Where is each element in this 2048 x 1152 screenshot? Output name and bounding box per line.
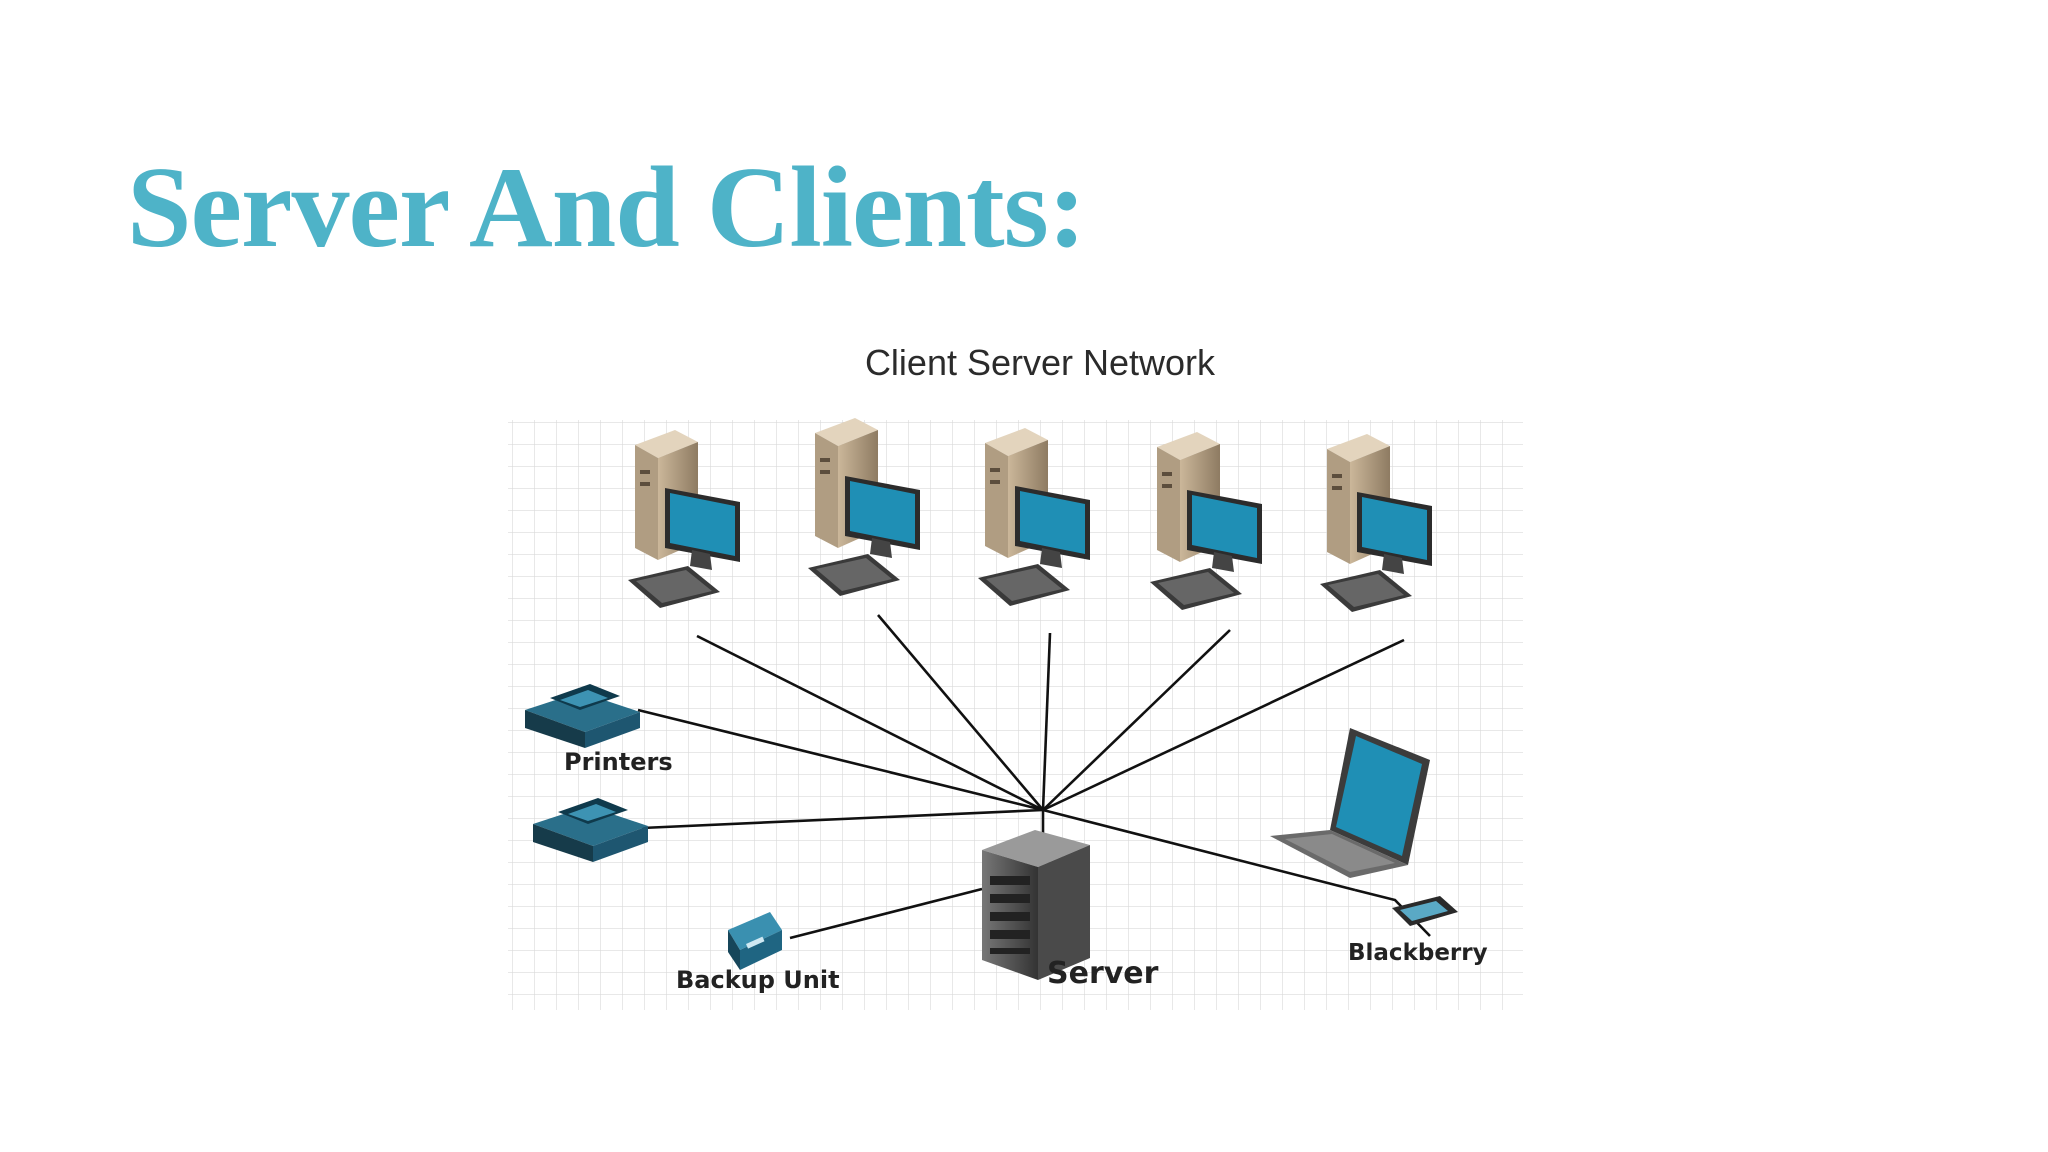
slide-title: Server And Clients:	[127, 144, 1086, 272]
link-workstation-5	[1042, 638, 1405, 812]
diagram-title: Client Server Network	[864, 342, 1216, 383]
link-printer-2	[641, 808, 1044, 830]
network-diagram: Printers Backup Unit Server Blackberry C…	[490, 290, 1550, 1030]
link-backup-unit	[789, 887, 983, 940]
laptop-icon	[1270, 728, 1430, 878]
link-workstation-2	[877, 614, 1044, 811]
backup-drive-icon	[728, 912, 782, 970]
link-laptop	[1042, 808, 1356, 892]
link-workstation-3	[1041, 632, 1052, 811]
smartphone-icon	[1392, 896, 1458, 926]
link-workstation-1	[696, 634, 1044, 812]
link-printer-1	[637, 708, 1044, 812]
server-label: Server	[1047, 956, 1159, 991]
printers-label: Printers	[564, 748, 673, 776]
link-workstation-4	[1042, 629, 1231, 811]
server-tower-icon	[982, 830, 1090, 980]
link-blackberry	[1354, 888, 1431, 937]
backup-unit-label: Backup Unit	[676, 966, 840, 994]
diagram-canvas: Printers Backup Unit Server Blackberry	[508, 418, 1523, 1010]
connection-lines	[637, 614, 1431, 940]
blackberry-label: Blackberry	[1348, 940, 1488, 966]
